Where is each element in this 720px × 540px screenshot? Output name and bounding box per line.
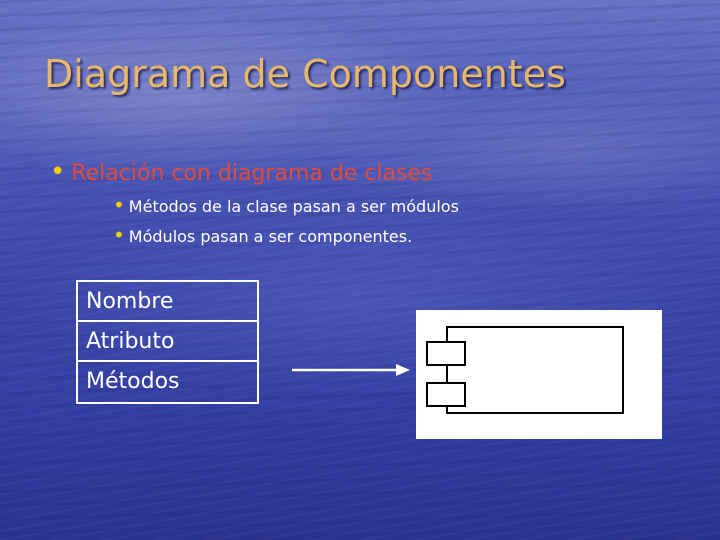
class-box: Nombre Atributo Métodos — [76, 280, 259, 404]
sub-bullet: •Métodos de la clase pasan a ser módulos — [113, 193, 459, 217]
component-tab-top — [426, 341, 466, 366]
component-icon — [446, 326, 624, 414]
bullet-dot-icon: • — [113, 223, 125, 247]
class-attribute-cell: Atributo — [78, 322, 257, 362]
component-tab-bottom — [426, 382, 466, 407]
sub-bullet: •Módulos pasan a ser componentes. — [113, 223, 412, 247]
bullet-dot-icon: • — [50, 157, 66, 187]
class-name-cell: Nombre — [78, 282, 257, 322]
sub-bullet-text: Métodos de la clase pasan a ser módulos — [128, 197, 459, 216]
component-diagram-panel — [416, 310, 662, 439]
bullet-text: Relación con diagrama de clases — [71, 161, 433, 186]
arrow-right-icon — [292, 364, 410, 376]
bullet-dot-icon: • — [113, 193, 125, 217]
bullet-level1: •Relación con diagrama de clases — [50, 157, 432, 187]
class-methods-cell: Métodos — [86, 369, 180, 394]
sub-bullet-text: Módulos pasan a ser componentes. — [128, 227, 413, 246]
slide-title: Diagrama de Componentes — [44, 52, 566, 96]
